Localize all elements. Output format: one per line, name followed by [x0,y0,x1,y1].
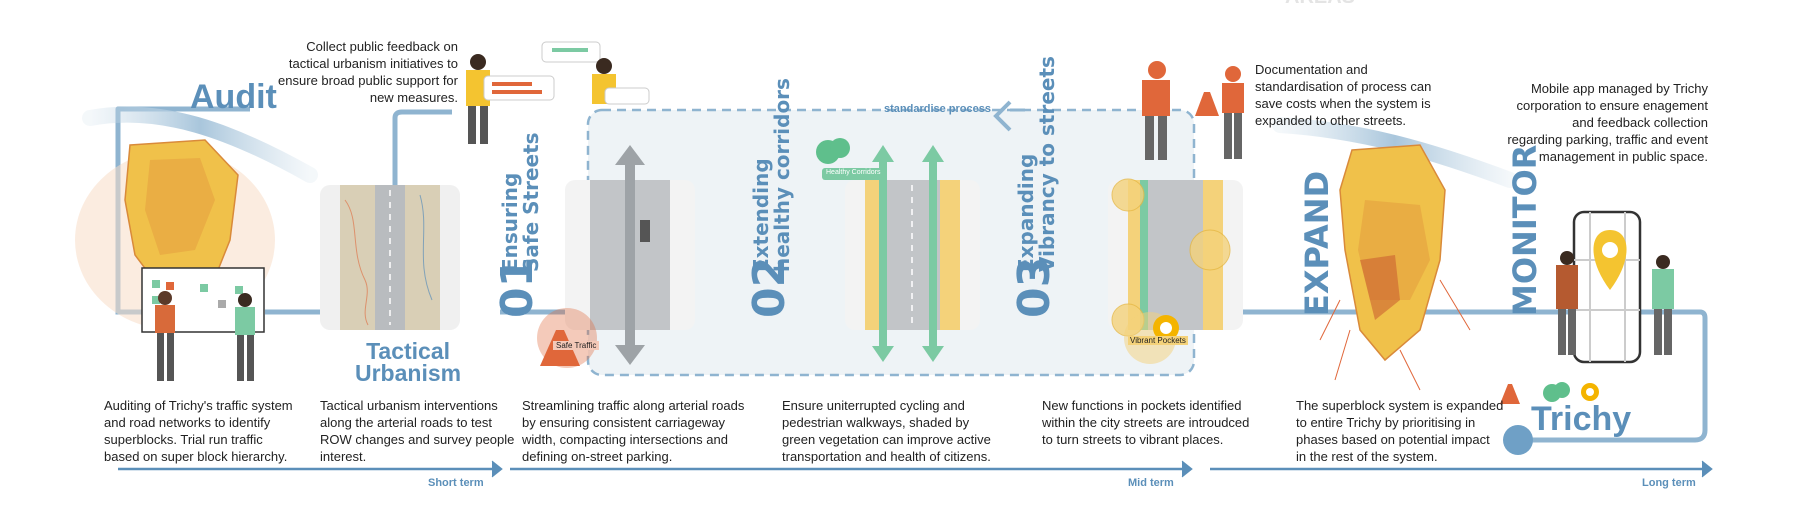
stage-01-desc: Streamlining traffic along arterial road… [522,398,745,464]
short-term-label: Short term [428,477,484,489]
river-right [1272,117,1518,188]
flow-line-tactical [265,109,452,315]
stage-01-label: Ensuring Safe Streets [498,132,543,272]
expand-title: EXPAND [1298,170,1336,316]
stage-02-desc: Ensure uniterrupted cycling and pedestri… [782,398,991,464]
expand-desc: The superblock system is expanded to ent… [1296,398,1504,464]
road-02-arrow-right [922,145,944,362]
documentation-note: Documentation and standardisation of pro… [1255,62,1432,128]
tactical-title-line2: Urbanism [355,360,462,386]
trichy-brand: Trichy [1531,400,1632,438]
stage-03-line1: Expanding [1014,153,1038,272]
audit-title: Audit [190,78,277,116]
vibrant-pockets-tag: Vibrant Pockets [1128,336,1188,345]
standardise-arrow [993,100,1012,132]
monitor-note: Mobile app managed by Trichy corporation… [1507,81,1708,164]
feedback-card-1 [483,75,555,101]
tactical-desc: Tactical urbanism interventions along th… [320,398,515,464]
stage-01-line1: Ensuring [498,172,522,272]
map-pin-icon [1593,230,1627,290]
audit-desc: Auditing of Trichy's traffic system and … [104,398,293,464]
stage-03-line2: Vibrancy to streets [1035,56,1059,272]
healthy-corridors-tag: Healthy Corridors [826,169,881,176]
flow-end-dot [1503,425,1533,455]
river-left [82,106,318,183]
stage-03-label: Expanding Vibrancy to streets [1014,56,1059,272]
cone-icon-2 [1195,92,1219,116]
cone-small-icon [1500,384,1520,404]
long-term-label: Long term [1642,477,1696,489]
feedback-note: Collect public feedback on tactical urba… [278,39,458,105]
top-heading-faded: AREAS [1285,0,1355,9]
mid-term-label: Mid term [1128,477,1174,489]
stage-02-label: Extending healthy corridors [749,78,794,272]
stage-02-line1: Extending [749,158,773,272]
stage-01-line2: Safe Streets [519,132,543,272]
road-02-arrow-left [872,145,894,362]
road-01-arrow [615,145,645,365]
tactical-title: Tactical Urbanism [355,338,462,386]
safe-traffic-tag: Safe Traffic [553,341,600,350]
stage-03-desc: New functions in pockets identified with… [1042,398,1250,447]
tactical-title-line1: Tactical [366,338,451,364]
flow-line-end [1530,309,1708,443]
monitor-title: MONITOR [1506,144,1544,316]
stage-02-line2: healthy corridors [770,78,794,272]
standardise-process-label: standardise process [884,103,991,115]
